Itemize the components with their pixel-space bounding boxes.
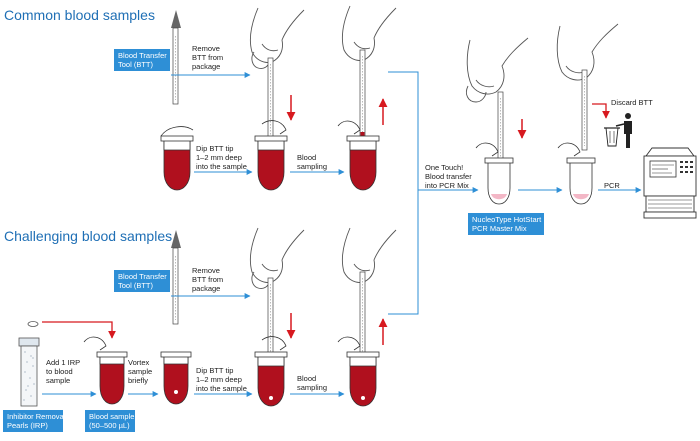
btt-label-top: Blood Transfer Tool (BTT) [114, 49, 170, 71]
step-dip-top: Dip BTT tip 1–2 mm deep into the sample [196, 144, 247, 171]
step-remove-bottom-line-2: BTT from [192, 275, 224, 284]
tube-icon [337, 120, 380, 191]
tube-icon [160, 351, 192, 405]
step-pcr-line-1: PCR [604, 181, 620, 190]
step-discard: Discard BTT [611, 98, 653, 107]
step-remove-top-line-2: BTT from [192, 53, 224, 62]
hand-icon [556, 23, 619, 81]
hand-icon [465, 37, 529, 103]
vial-icon [18, 321, 40, 407]
btt-label-bottom: Blood Transfer Tool (BTT) [114, 270, 170, 292]
connector-line [388, 71, 419, 315]
tube-icon [557, 142, 596, 205]
step-dip-bottom-line-1: Dip BTT tip [196, 366, 234, 375]
btt-label-bottom-line-2: Tool (BTT) [118, 281, 154, 290]
step-one-touch-line-3: into PCR Mix [425, 181, 469, 190]
step-one-touch: One Touch! Blood transfer into PCR Mix [425, 163, 472, 190]
step-remove-top-line-3: package [192, 62, 221, 71]
section-title-challenging: Challenging blood samples [4, 228, 173, 244]
step-one-touch-line-1: One Touch! [425, 163, 464, 172]
hand-icon [249, 227, 305, 289]
thermocycler-icon [643, 147, 697, 219]
tube-icon [337, 336, 380, 407]
blood-sample-label-line-1: Blood sample [89, 412, 135, 421]
hand-icon [341, 227, 397, 283]
pipette-icon [171, 10, 181, 105]
step-add-irp-line-2: to blood [46, 367, 73, 376]
hand-icon [341, 5, 397, 61]
tube-icon [475, 142, 514, 205]
pipette-icon [581, 69, 588, 151]
step-discard-line-1: Discard BTT [611, 98, 653, 107]
step-remove-bottom: Remove BTT from package [192, 266, 223, 293]
blood-sample-label-line-2: (50–500 µL) [89, 421, 130, 430]
red-arrow-add-irp [42, 321, 116, 339]
tube-icon [83, 336, 128, 405]
tube-icon [254, 336, 288, 407]
step-dip-bottom-line-3: into the sample [196, 384, 247, 393]
pipette-icon [359, 271, 366, 365]
step-add-irp: Add 1 IRP to blood sample [46, 358, 80, 385]
master-mix-label-line-2: PCR Master Mix [472, 224, 527, 233]
pipette-icon [171, 230, 181, 325]
step-dip-bottom-line-2: 1–2 mm deep [196, 375, 242, 384]
pipette-icon [497, 91, 504, 169]
irp-label-line-2: Pearls (IRP) [7, 421, 48, 430]
irp-label: Inhibitor Removal Pearls (IRP) [3, 410, 66, 432]
step-one-touch-line-2: Blood transfer [425, 172, 472, 181]
step-add-irp-line-3: sample [46, 376, 71, 385]
step-dip-top-line-3: into the sample [196, 162, 247, 171]
step-sampling-top: Blood sampling [297, 153, 327, 171]
step-remove-top-line-1: Remove [192, 44, 220, 53]
step-vortex-line-3: briefly [128, 376, 149, 385]
trash-person-icon [604, 113, 632, 148]
step-vortex-line-1: Vortex [128, 358, 150, 367]
step-dip-top-line-1: Dip BTT tip [196, 144, 234, 153]
blood-sample-label: Blood sample (50–500 µL) [85, 410, 135, 432]
master-mix-label-line-1: NucleoType HotStart [472, 215, 542, 224]
step-dip-top-line-2: 1–2 mm deep [196, 153, 242, 162]
step-sampling-bottom-line-2: sampling [297, 383, 328, 392]
section-title-common: Common blood samples [4, 7, 155, 23]
step-remove-bottom-line-3: package [192, 284, 221, 293]
step-remove-top: Remove BTT from package [192, 44, 223, 71]
master-mix-label: NucleoType HotStart PCR Master Mix [468, 213, 544, 235]
irp-label-line-1: Inhibitor Removal [7, 412, 66, 421]
step-remove-bottom-line-1: Remove [192, 266, 220, 275]
hand-icon [249, 7, 305, 69]
btt-label-bottom-line-1: Blood Transfer [118, 272, 167, 281]
tube-icon [254, 120, 288, 191]
step-add-irp-line-1: Add 1 IRP [46, 358, 81, 367]
red-arrow-discard [592, 103, 610, 119]
step-sampling-top-line-2: sampling [297, 162, 328, 171]
step-vortex-line-2: sample [128, 367, 153, 376]
step-pcr: PCR [604, 181, 620, 190]
pipette-icon [359, 49, 366, 143]
step-dip-bottom: Dip BTT tip 1–2 mm deep into the sample [196, 366, 247, 393]
step-sampling-bottom: Blood sampling [297, 374, 327, 392]
btt-label-top-line-2: Tool (BTT) [118, 60, 154, 69]
btt-label-top-line-1: Blood Transfer [118, 51, 167, 60]
step-sampling-bottom-line-1: Blood [297, 374, 317, 383]
tube-icon [160, 126, 194, 191]
step-sampling-top-line-1: Blood [297, 153, 317, 162]
step-vortex: Vortex sample briefly [128, 358, 152, 385]
